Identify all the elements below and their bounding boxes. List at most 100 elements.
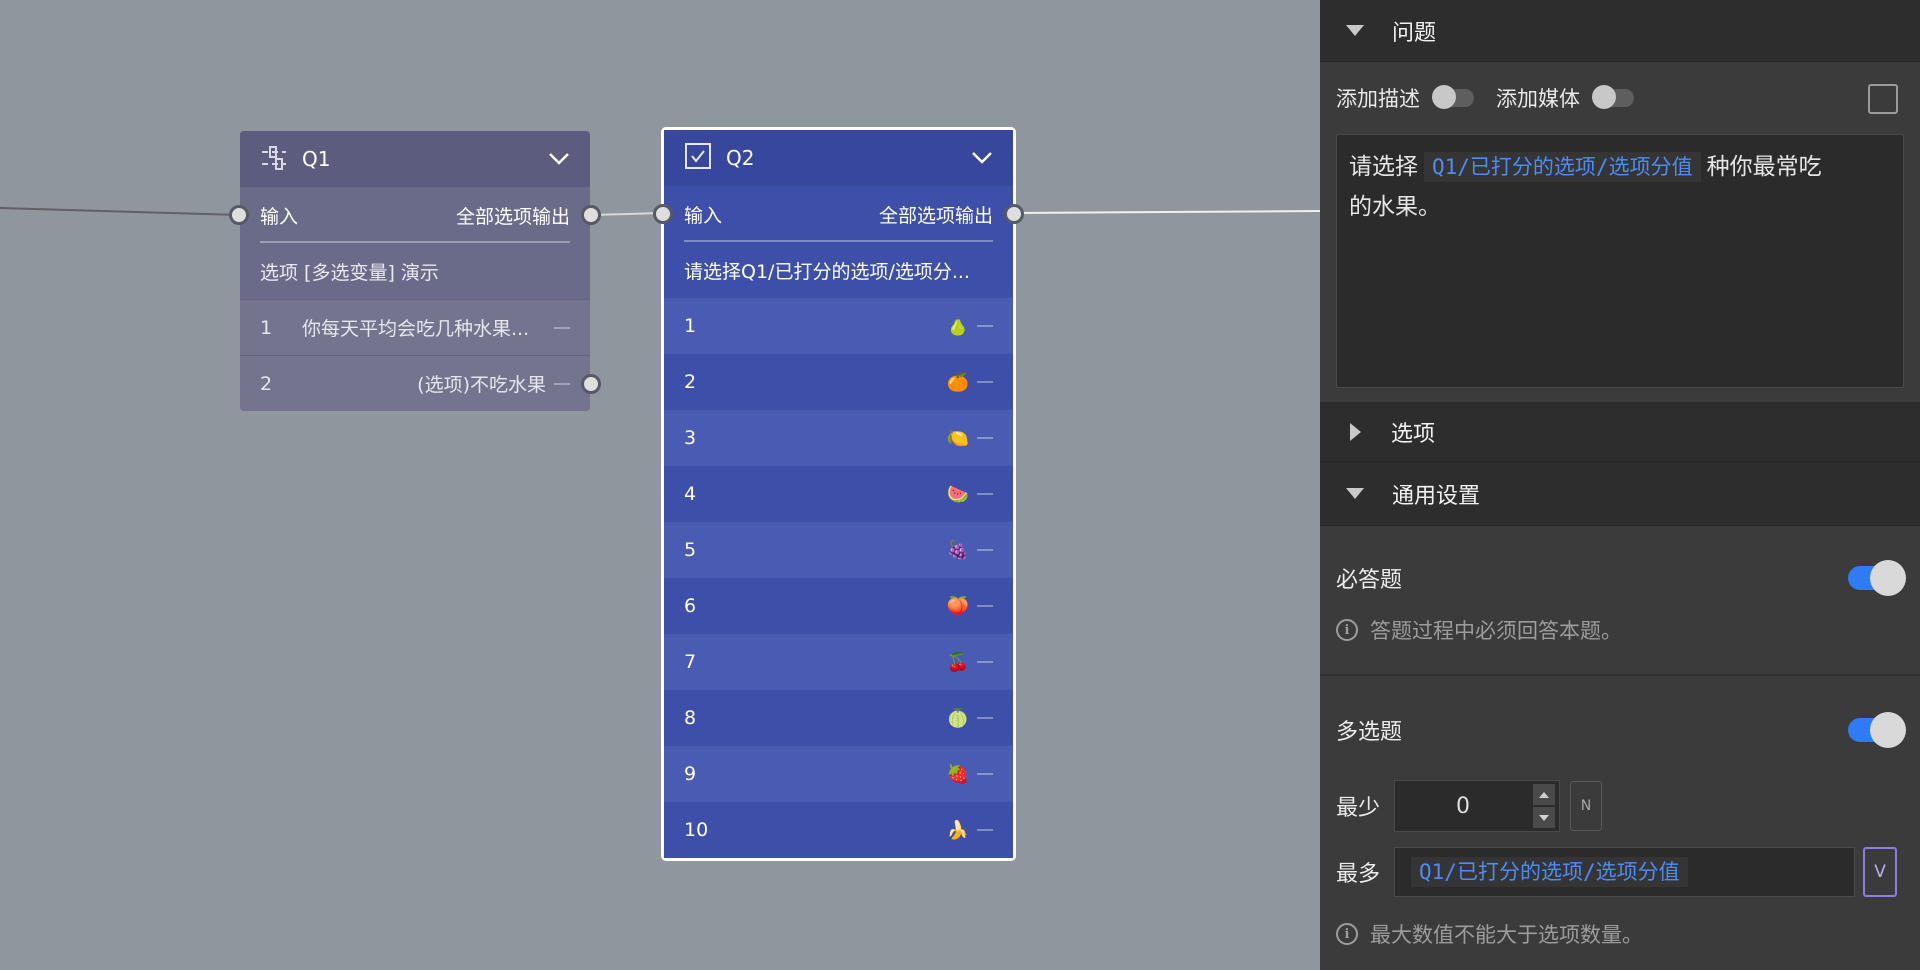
option-connector-stub <box>977 493 993 495</box>
triangle-right-icon <box>1350 422 1361 441</box>
orange-icon: 🍊 <box>946 371 969 393</box>
edge-q1-q2 <box>589 212 662 216</box>
cherries-icon: 🍒 <box>946 651 969 673</box>
checkbox-icon <box>684 142 712 175</box>
multi-select-label: 多选题 <box>1336 720 1403 745</box>
node-q1[interactable]: Q1 输入 全部选项输出 选项 [多选变量] 演示 1 你每天平均会吃几种水果.… <box>229 131 601 411</box>
node-q2-output-label: 全部选项输出 <box>878 204 993 227</box>
toggle-knob <box>1870 560 1906 596</box>
node-q2-input-port[interactable] <box>653 204 673 224</box>
option-connector-stub <box>977 829 993 831</box>
flow-canvas[interactable]: Q1 输入 全部选项输出 选项 [多选变量] 演示 1 你每天平均会吃几种水果.… <box>0 0 1320 970</box>
question-toggles-row: 添加描述 添加媒体 <box>1320 62 1920 134</box>
node-q2-option[interactable]: 6🍑 <box>664 578 1013 634</box>
banana-icon: 🍌 <box>946 819 969 841</box>
expand-editor-button[interactable] <box>1868 84 1898 114</box>
section-general-header[interactable]: 通用设置 <box>1320 462 1920 526</box>
node-q1-caption: 选项 [多选变量] 演示 <box>260 261 439 284</box>
node-q2[interactable]: Q2 输入 全部选项输出 请选择Q1/已打分的选项/选项分... 1🍐 2🍊 3… <box>653 127 1024 861</box>
option-connector-stub <box>977 605 993 607</box>
required-toggle[interactable] <box>1848 560 1906 596</box>
edge-incoming-q1 <box>0 207 241 216</box>
max-variable-chip[interactable]: Q1/已打分的选项/选项分值 <box>1411 857 1688 887</box>
node-q2-input-label: 输入 <box>684 204 723 227</box>
node-q2-option[interactable]: 9🍓 <box>664 746 1013 802</box>
max-label: 最多 <box>1336 862 1381 887</box>
option-connector-stub <box>977 381 993 383</box>
section-question-header[interactable]: 问题 <box>1320 0 1920 62</box>
node-q1-option-2[interactable]: 2 (选项)不吃水果 <box>240 355 601 411</box>
stepper-down-button[interactable] <box>1533 807 1556 828</box>
edge-q2-out <box>1015 210 1320 214</box>
node-q2-header[interactable]: Q2 <box>664 130 1013 186</box>
connection-edges <box>0 207 1320 216</box>
grapes-icon: 🍇 <box>946 539 969 561</box>
max-hint-text: 最大数值不能大于选项数量。 <box>1370 923 1643 947</box>
option-number: 2 <box>260 372 273 395</box>
toggle-knob <box>1432 85 1456 109</box>
multi-select-setting-row: 多选题 <box>1320 708 1920 752</box>
variable-mode-button[interactable]: V <box>1863 847 1898 897</box>
node-q2-title: Q2 <box>726 146 755 170</box>
question-text-prefix: 请选择 <box>1349 154 1418 180</box>
node-q2-option[interactable]: 1🍐 <box>664 298 1013 354</box>
option-connector-stub <box>977 717 993 719</box>
required-label: 必答题 <box>1336 568 1403 593</box>
node-q1-input-port[interactable] <box>229 205 249 225</box>
caret-up-icon <box>1539 791 1550 798</box>
chevron-down-icon[interactable] <box>971 147 993 169</box>
node-q1-option-2-port[interactable] <box>581 373 601 394</box>
node-q1-header[interactable]: Q1 <box>240 131 590 187</box>
toggle-knob <box>1870 712 1906 748</box>
chevron-down-icon[interactable] <box>548 148 570 170</box>
section-question-title: 问题 <box>1392 20 1437 46</box>
node-q2-option[interactable]: 4🍉 <box>664 466 1013 522</box>
option-number: 8 <box>684 707 697 729</box>
node-q2-option[interactable]: 8🍈 <box>664 690 1013 746</box>
option-connector-stub <box>977 661 993 663</box>
node-q1-input-label: 输入 <box>260 205 299 228</box>
node-q2-option[interactable]: 5🍇 <box>664 522 1013 578</box>
max-setting-row: 最多 Q1/已打分的选项/选项分值 V <box>1320 846 1920 898</box>
add-media-toggle[interactable] <box>1592 85 1634 109</box>
triangle-down-icon <box>1346 488 1364 499</box>
option-connector-stub <box>977 773 993 775</box>
option-number: 5 <box>684 539 697 561</box>
node-q1-output-port[interactable] <box>581 205 601 225</box>
add-media-label: 添加媒体 <box>1496 87 1580 111</box>
option-text: 你每天平均会吃几种水果... <box>302 318 530 340</box>
option-number: 3 <box>684 427 697 449</box>
info-icon: i <box>1336 619 1358 641</box>
peach-icon: 🍑 <box>946 595 969 617</box>
option-number: 1 <box>260 316 273 339</box>
node-q1-io-row: 输入 全部选项输出 <box>229 187 601 243</box>
add-description-toggle[interactable] <box>1432 85 1474 109</box>
section-options-header[interactable]: 选项 <box>1320 402 1920 462</box>
divider <box>260 241 570 243</box>
max-variable-field[interactable]: Q1/已打分的选项/选项分值 <box>1394 847 1856 897</box>
node-q1-option-1[interactable]: 1 你每天平均会吃几种水果... <box>240 299 590 355</box>
option-number: 1 <box>684 315 697 337</box>
option-number: 2 <box>684 371 697 393</box>
stepper-up-button[interactable] <box>1533 784 1556 805</box>
node-q2-option[interactable]: 10🍌 <box>664 802 1013 858</box>
number-mode-button[interactable]: N <box>1570 781 1603 831</box>
lemon-icon: 🍋 <box>946 427 969 449</box>
required-hint-text: 答题过程中必须回答本题。 <box>1370 619 1622 643</box>
question-variable-chip[interactable]: Q1/已打分的选项/选项分值 <box>1424 152 1701 182</box>
option-connector-stub <box>554 326 570 329</box>
node-q2-option[interactable]: 2🍊 <box>664 354 1013 410</box>
add-description-label: 添加描述 <box>1336 87 1420 111</box>
node-q2-output-port[interactable] <box>1004 204 1024 224</box>
node-q2-option[interactable]: 3🍋 <box>664 410 1013 466</box>
question-text-end: 的水果。 <box>1349 194 1441 220</box>
node-q2-caption: 请选择Q1/已打分的选项/选项分... <box>684 260 970 283</box>
toggle-knob <box>1592 85 1616 109</box>
min-stepper[interactable] <box>1533 784 1556 828</box>
divider <box>684 240 993 242</box>
option-number: 9 <box>684 763 697 785</box>
node-q2-option[interactable]: 7🍒 <box>664 634 1013 690</box>
multi-select-toggle[interactable] <box>1848 712 1906 748</box>
min-number-input[interactable]: 0 <box>1394 780 1561 832</box>
